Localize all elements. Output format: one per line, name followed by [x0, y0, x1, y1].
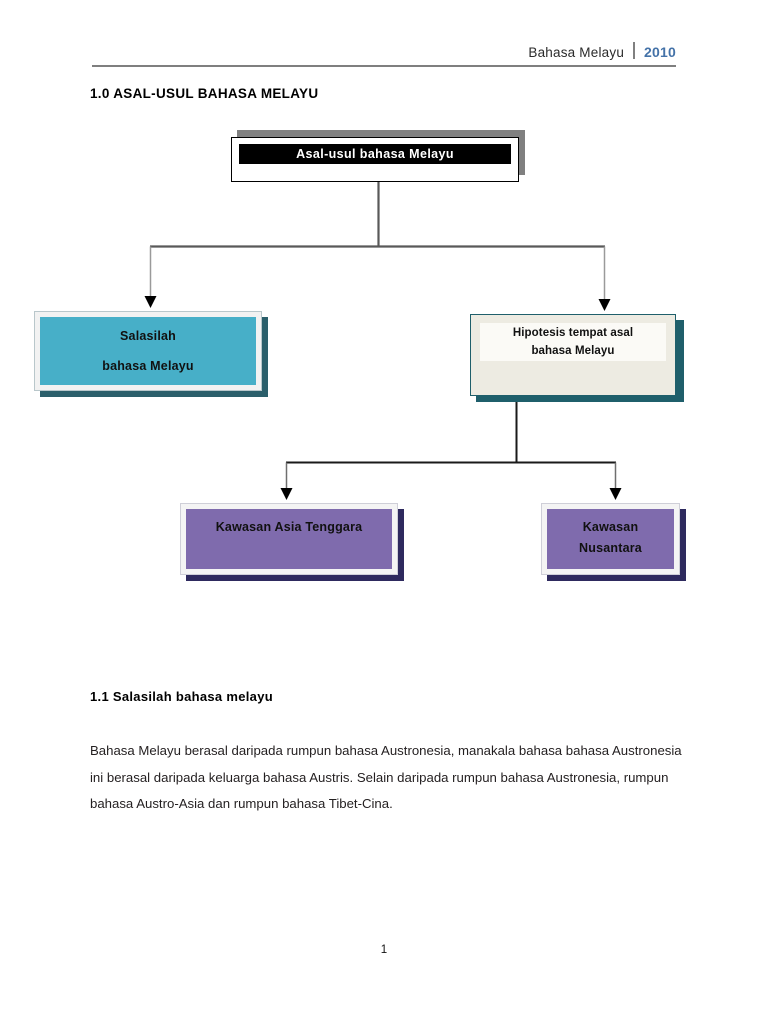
paragraph-salasilah: Bahasa Melayu berasal daripada rumpun ba… — [90, 743, 682, 811]
node-nusantara-line1: Kawasan — [582, 520, 639, 534]
node-salasilah-line2: bahasa Melayu — [102, 359, 194, 373]
node-fill: Salasilah bahasa Melayu — [40, 317, 256, 385]
node-asia-tenggara-label: Kawasan Asia Tenggara — [215, 520, 363, 534]
node-nusantara-line2: Nusantara — [579, 541, 642, 555]
node-frame: Kawasan Nusantara — [541, 503, 680, 575]
node-frame: Kawasan Asia Tenggara — [180, 503, 398, 575]
flowchart-asal-usul: Asal-usul bahasa Melayu Salasilah bahasa… — [34, 130, 686, 581]
header-year: 2010 — [644, 44, 676, 60]
heading-section-1-0: 1.0 ASAL-USUL BAHASA MELAYU — [90, 86, 319, 101]
node-root-label: Asal-usul bahasa Melayu — [239, 144, 511, 164]
node-salasilah-line1: Salasilah — [120, 329, 176, 343]
flowchart-node-kawasan-asia-tenggara: Kawasan Asia Tenggara — [180, 503, 404, 581]
node-nusantara-label: Kawasan Nusantara — [547, 517, 674, 559]
node-fill: Kawasan Asia Tenggara — [186, 509, 392, 569]
node-frame: Salasilah bahasa Melayu — [34, 311, 262, 391]
page-number: 1 — [380, 944, 388, 956]
page-header: Bahasa Melayu 2010 — [92, 40, 676, 64]
header-rule — [92, 65, 676, 67]
node-fill: Kawasan Nusantara — [547, 509, 674, 569]
node-text-panel: Hipotesis tempat asal bahasa Melayu — [480, 323, 666, 361]
heading-section-1-1: 1.1 Salasilah bahasa melayu — [90, 689, 273, 704]
flowchart-connectors — [144, 182, 622, 500]
node-body: Asal-usul bahasa Melayu — [231, 137, 519, 182]
header-separator — [633, 42, 636, 59]
flowchart-node-salasilah: Salasilah bahasa Melayu — [34, 311, 268, 397]
flowchart-node-kawasan-nusantara: Kawasan Nusantara — [541, 503, 686, 581]
header-title: Bahasa Melayu — [528, 45, 625, 60]
node-body: Hipotesis tempat asal bahasa Melayu — [470, 314, 676, 396]
flowchart-node-hipotesis: Hipotesis tempat asal bahasa Melayu — [470, 314, 684, 402]
node-hipotesis-line2: bahasa Melayu — [531, 345, 615, 357]
node-hipotesis-line1: Hipotesis tempat asal — [512, 327, 634, 339]
flowchart-node-root: Asal-usul bahasa Melayu — [231, 130, 525, 182]
